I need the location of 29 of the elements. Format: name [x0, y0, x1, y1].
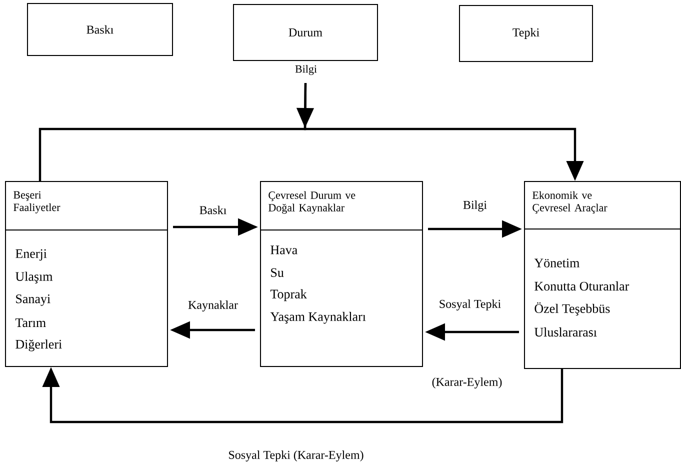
- list-item: Sanayi: [16, 294, 50, 306]
- list-item: Enerji: [16, 249, 47, 261]
- list-item: Hava: [270, 246, 298, 254]
- list-item: Özel Teşebbüs: [534, 302, 610, 316]
- edge-label: Sosyal Tepki (Karar-Eylem): [229, 450, 364, 462]
- list-item: Ulaşım: [15, 272, 53, 284]
- panel-box: [260, 181, 423, 367]
- box-header: Çevresel Durum ve Doğal Kaynaklar: [268, 191, 356, 214]
- edge-label: Bilgi: [463, 200, 487, 212]
- list-item: Yaşam Kaynakları: [270, 312, 366, 324]
- box-header: Beşeri Faaliyetler: [14, 191, 60, 214]
- list-item: Toprak: [270, 289, 307, 302]
- list-item: Diğerleri: [16, 339, 62, 352]
- note-text: (Karar-Eylem): [432, 378, 502, 388]
- edge-label: Bilgi: [295, 65, 317, 75]
- panel-box: [4, 181, 168, 367]
- edge-label: Sosyal Tepki: [440, 300, 501, 310]
- box-header: Ekonomik ve Çevresel Araçlar: [532, 191, 608, 214]
- label-box: Baskı: [27, 3, 173, 56]
- list-item: Tarım: [15, 318, 46, 328]
- edge-label: Baskı: [200, 206, 226, 214]
- label-box: Durum: [233, 4, 378, 61]
- edge-label: Kaynaklar: [188, 300, 238, 312]
- panel-box: [524, 181, 681, 369]
- label-box: Tepki: [459, 5, 593, 62]
- list-item: Su: [271, 268, 284, 277]
- list-item: Konutta Oturanlar: [534, 281, 630, 291]
- list-item: Uluslararası: [534, 327, 597, 337]
- list-item: Yönetim: [534, 258, 580, 268]
